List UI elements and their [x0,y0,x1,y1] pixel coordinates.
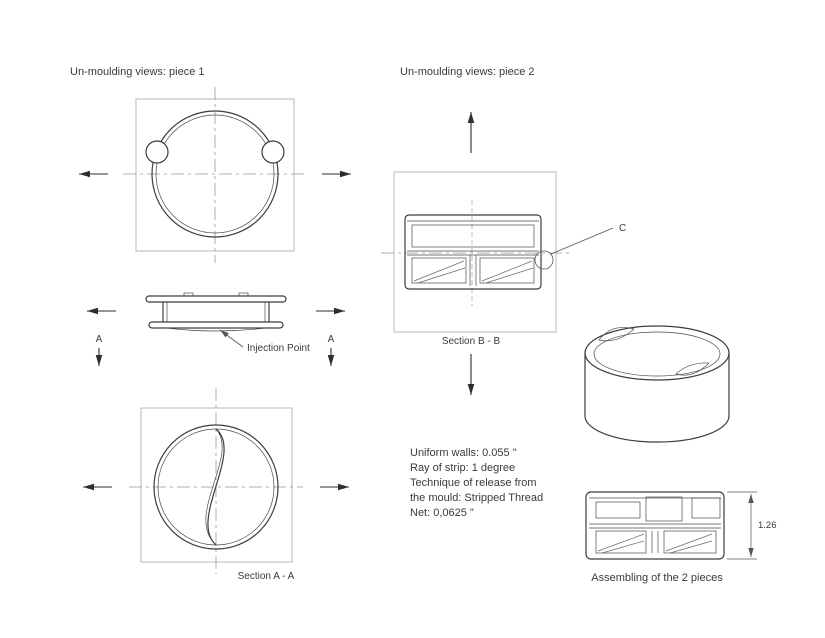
assembled-cap-isometric [584,325,730,443]
note-line: Uniform walls: 0.055 " [410,447,517,459]
thumb-notch-outer-arc [598,327,635,341]
thread-line [597,533,645,552]
notes-block: Uniform walls: 0.055 " Ray of strip: 1 d… [410,447,543,519]
grip-notch-left [145,140,169,164]
section-bb-label: Section B - B [442,336,501,347]
piece1-top-view [79,87,351,263]
lower-cavity-left [595,530,647,554]
assembly-section-view: 1.26 [585,491,777,560]
section-cut-marker-a-right: A [328,334,335,345]
lower-cavity-left [411,257,467,284]
thread-line [669,540,713,554]
upper-cavity-left [595,501,641,519]
section-aa-label: Section A - A [238,571,295,582]
detail-c-label: C [619,223,626,234]
view-frame [140,407,293,563]
hatched-right-block [691,497,721,519]
thread-line [413,260,465,282]
parting-s-curve-inner [205,428,223,546]
piece2-title: Un-moulding views: piece 2 [400,66,535,78]
thread-line [417,267,466,284]
part-outline [404,214,542,290]
view-frame [393,171,557,333]
cap-inner-circle [155,114,275,234]
thread-line [601,540,645,554]
top-face-ellipse [584,325,730,381]
thread-line [481,260,533,282]
upper-cavity [411,224,535,248]
injection-point-leader [219,329,244,348]
note-line: Ray of strip: 1 degree [410,462,515,474]
piece1-section-aa-view: Section A - A [83,388,349,582]
piece2-section-view: C Section B - B [381,112,626,395]
grip-notch-right [261,140,285,164]
top-face-inner-ellipse [593,331,721,377]
thread-line [665,533,713,552]
inner-notch-upper-arc [675,362,710,375]
dimension-value: 1.26 [758,520,777,531]
detail-c-leader [550,227,614,255]
cap-outer-circle [151,110,279,238]
cap-outer-circle [153,424,279,550]
lower-cavity-right [663,530,717,554]
bottom-dome-arc [165,327,267,332]
assembly-outline [585,491,725,560]
assembly-title: Assembling of the 2 pieces [591,572,723,584]
top-flange [145,295,287,303]
section-cut-marker-a-left: A [96,334,103,345]
inner-notch-lower-arc [675,362,710,376]
note-line: Technique of release from [410,477,537,489]
cylinder-bottom-arc [584,415,730,443]
parting-s-curve-outer [207,428,225,546]
bottom-flange [148,321,284,329]
piece1-side-view: A A Injection Point [87,292,345,366]
thread-line [485,267,534,284]
piece1-title: Un-moulding views: piece 1 [70,66,205,78]
lower-cavity-right [479,257,535,284]
detail-c-circle [534,250,554,270]
injection-point-label: Injection Point [247,343,310,354]
note-line: Net: 0,0625 " [410,507,474,519]
note-line: the mould: Stripped Thread [410,492,543,504]
hatched-center-block [645,496,683,522]
thumb-notch-inner-arc [598,328,635,342]
